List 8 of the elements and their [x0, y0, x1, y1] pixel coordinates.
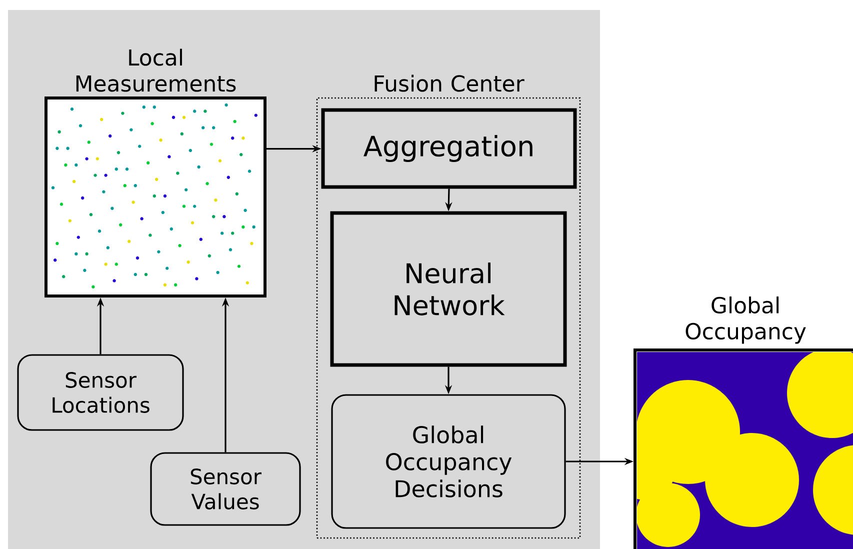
- rounded-box: Sensor Values: [150, 452, 301, 526]
- heading: Local Measurements: [76, 48, 236, 92]
- process-box: Neural Network: [330, 211, 567, 367]
- rounded-box: Sensor Locations: [17, 354, 184, 431]
- process-box: Aggregation: [321, 108, 577, 189]
- heading: Global Occupancy: [686, 296, 806, 344]
- rounded-box: Global Occupancy Decisions: [331, 394, 566, 529]
- heading: Fusion Center: [374, 74, 524, 92]
